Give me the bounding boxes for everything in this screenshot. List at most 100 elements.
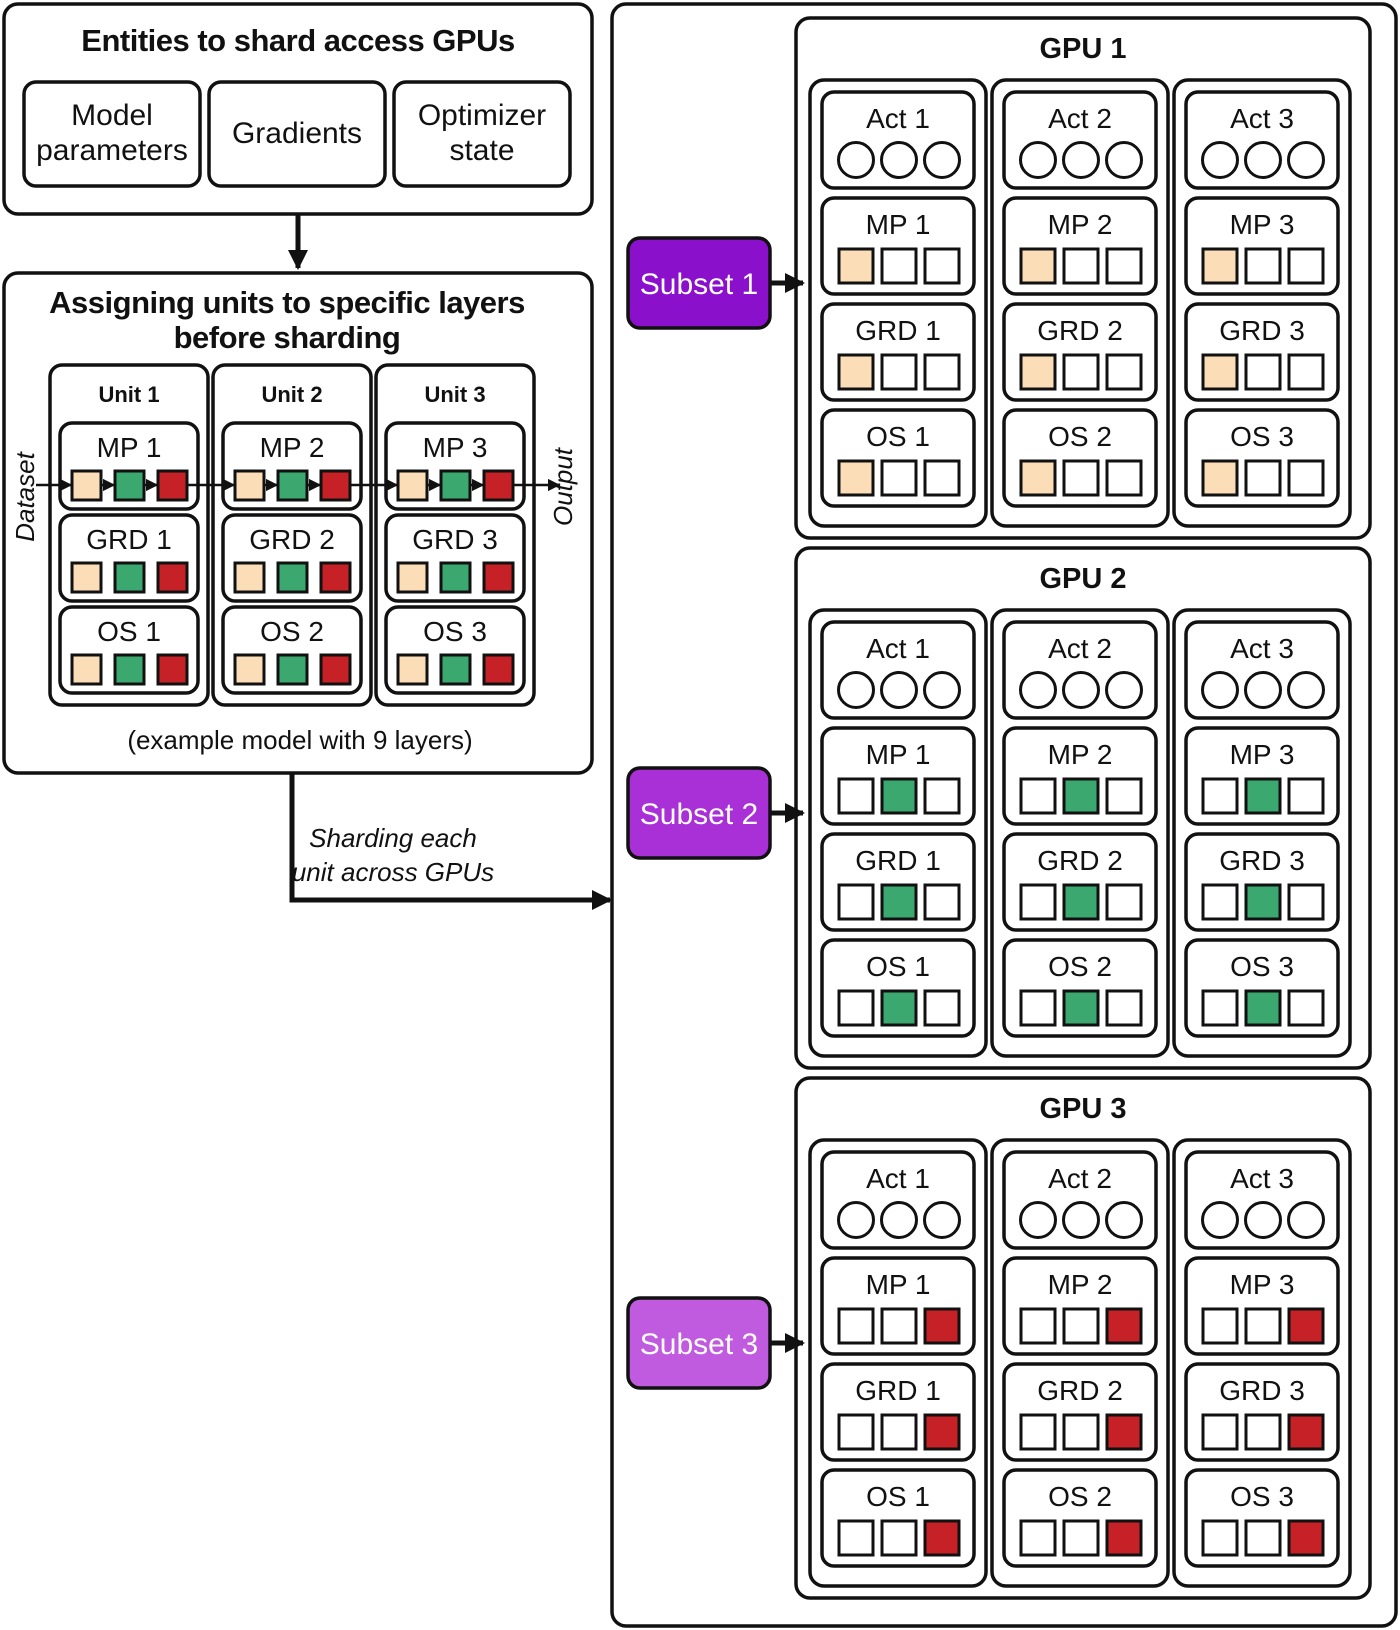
- box-label: MP 2: [1048, 209, 1113, 240]
- shard-square: [837, 1307, 875, 1345]
- activation-box: Act 2: [1002, 1150, 1158, 1250]
- box-label: GRD 1: [855, 1375, 941, 1406]
- shard-square: [880, 883, 918, 921]
- shard-square: [1287, 1307, 1325, 1345]
- gpu-title: GPU 1: [1039, 33, 1126, 65]
- activation-box: Act 3: [1184, 1150, 1340, 1250]
- shard-square: [1244, 353, 1282, 391]
- activation-circle: [923, 671, 961, 709]
- shard-box: OS 3: [1184, 408, 1340, 508]
- shard-square: [319, 561, 352, 594]
- shard-square: [880, 777, 918, 815]
- shard-square: [923, 1413, 961, 1451]
- shard-square: [1105, 459, 1143, 497]
- shard-square: [1244, 1413, 1282, 1451]
- box-label: Act 2: [1048, 633, 1112, 664]
- layer-box: MP 2: [221, 421, 363, 511]
- layer-box: GRD 2: [221, 513, 363, 603]
- shard-square: [1201, 353, 1239, 391]
- shard-square: [837, 247, 875, 285]
- entities-title: Entities to shard access GPUs: [81, 23, 514, 58]
- entities-panel: Entities to shard access GPUs Model para…: [2, 2, 594, 216]
- shard-square: [923, 989, 961, 1027]
- shard-box: MP 3: [1184, 196, 1340, 296]
- entity-label-line: Model: [71, 99, 153, 132]
- shard-square: [439, 469, 472, 502]
- sharding-label-line: unit across GPUs: [292, 857, 494, 887]
- box-label: Act 3: [1230, 103, 1294, 134]
- shard-square: [1244, 777, 1282, 815]
- activation-circle: [1062, 1201, 1100, 1239]
- activation-circle: [1201, 141, 1239, 179]
- subset-label: Subset 3: [640, 1328, 758, 1361]
- layer-label: MP 1: [97, 432, 162, 463]
- layer-label: GRD 2: [249, 524, 335, 555]
- unit-label: Unit 2: [261, 382, 322, 407]
- gpu-title: GPU 2: [1039, 563, 1126, 595]
- entity-model-parameters: Model parameters: [22, 80, 202, 188]
- shard-square: [1062, 353, 1100, 391]
- shard-square: [837, 459, 875, 497]
- shard-square: [923, 459, 961, 497]
- shard-square: [1201, 989, 1239, 1027]
- box-label: MP 2: [1048, 1269, 1113, 1300]
- layer-label: OS 3: [423, 616, 487, 647]
- activation-circle: [1201, 1201, 1239, 1239]
- box-label: MP 2: [1048, 739, 1113, 770]
- shard-box: MP 2: [1002, 196, 1158, 296]
- box-label: MP 1: [866, 1269, 931, 1300]
- activation-circle: [1105, 1201, 1143, 1239]
- shard-box: OS 2: [1002, 1468, 1158, 1568]
- box-label: OS 1: [866, 421, 930, 452]
- shard-square: [276, 561, 309, 594]
- box-label: GRD 1: [855, 845, 941, 876]
- shard-square: [1019, 247, 1057, 285]
- box-label: MP 1: [866, 209, 931, 240]
- entity-label-line: Optimizer: [418, 99, 546, 132]
- shard-box: GRD 1: [820, 832, 976, 932]
- activation-circle: [1201, 671, 1239, 709]
- shard-square: [923, 883, 961, 921]
- shard-square: [1062, 459, 1100, 497]
- shard-box: GRD 1: [820, 302, 976, 402]
- shard-square: [1244, 883, 1282, 921]
- shard-box: MP 1: [820, 196, 976, 296]
- shard-square: [1287, 459, 1325, 497]
- subset-1: Subset 1: [626, 236, 805, 330]
- shard-square: [1287, 1519, 1325, 1557]
- shard-square: [1019, 989, 1057, 1027]
- layer-label: GRD 1: [86, 524, 172, 555]
- gpu-title: GPU 3: [1039, 1093, 1126, 1125]
- shard-box: MP 2: [1002, 726, 1158, 826]
- activation-box: Act 3: [1184, 90, 1340, 190]
- shard-square: [1287, 1413, 1325, 1451]
- shard-square: [233, 561, 266, 594]
- shard-square: [923, 1519, 961, 1557]
- shard-square: [70, 561, 103, 594]
- shard-square: [837, 883, 875, 921]
- box-label: Act 2: [1048, 1163, 1112, 1194]
- shard-box: GRD 1: [820, 1362, 976, 1462]
- shard-square: [1287, 883, 1325, 921]
- layer-label: MP 3: [423, 432, 488, 463]
- layer-box: GRD 1: [58, 513, 200, 603]
- shard-square: [837, 1413, 875, 1451]
- shard-box: MP 2: [1002, 1256, 1158, 1356]
- shard-square: [1062, 1307, 1100, 1345]
- activation-circle: [1062, 671, 1100, 709]
- shard-square: [156, 469, 189, 502]
- layer-box: OS 3: [384, 605, 526, 695]
- shard-square: [319, 469, 352, 502]
- shard-square: [1105, 1307, 1143, 1345]
- shard-square: [482, 469, 515, 502]
- sharding-connector: Sharding each unit across GPUs: [289, 773, 612, 910]
- shard-square: [880, 459, 918, 497]
- box-label: Act 1: [866, 633, 930, 664]
- shard-square: [1062, 883, 1100, 921]
